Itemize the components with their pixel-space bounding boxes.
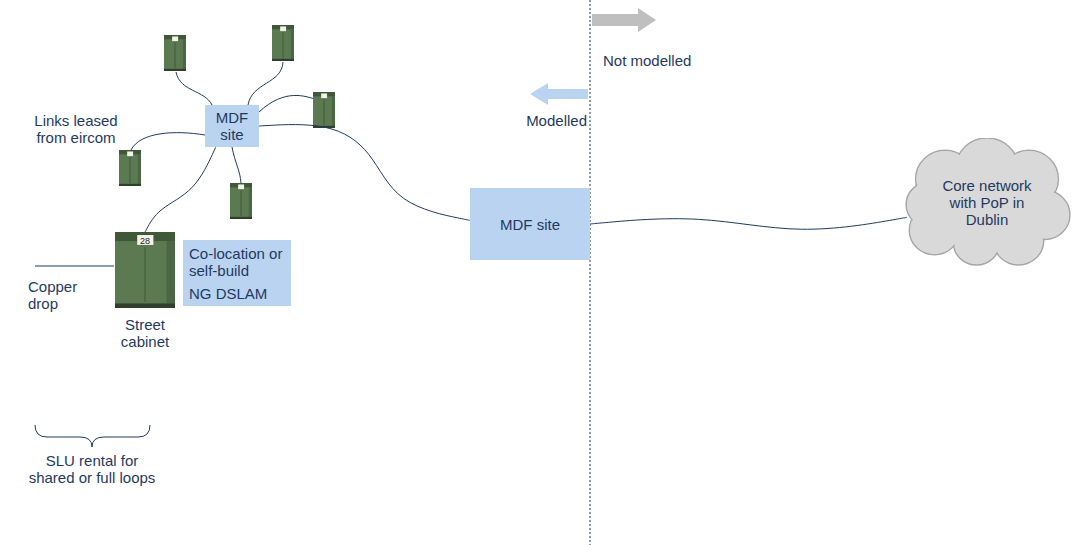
- modelled-arrow: [530, 83, 588, 105]
- street-cabinet: Street cabinet: [112, 232, 178, 350]
- copper-drop-line: [35, 266, 114, 267]
- cabinet-door-line: [324, 99, 325, 125]
- cabinet-base: [272, 59, 294, 61]
- small-cabinet: [313, 92, 335, 128]
- cabinet-number: 28: [137, 235, 153, 247]
- cabinet-side: [249, 187, 252, 217]
- small-cabinet: [164, 35, 186, 71]
- cabinet-door-line: [130, 157, 131, 183]
- bracket: [35, 425, 150, 447]
- connector: [590, 217, 907, 229]
- cabinet-plate: [127, 151, 133, 156]
- cabinet-body: [313, 92, 335, 128]
- boundary-line: [590, 0, 591, 545]
- cabinet-side: [332, 96, 335, 126]
- mdf-site-box: MDF site: [205, 105, 259, 147]
- cabinet-base: [164, 69, 186, 71]
- mdf-site-box: MDF site: [470, 188, 590, 260]
- slu-note: SLU rental for shared or full loops: [22, 452, 162, 486]
- not-modelled-arrow: [592, 8, 656, 32]
- cabinet-body: [164, 35, 186, 71]
- colocation-box: Co-location or self-build NG DSLAM: [183, 240, 291, 306]
- cabinet-door-line: [145, 247, 146, 302]
- cabinet-plate: [238, 184, 244, 189]
- small-cabinet: [272, 25, 294, 61]
- cabinet-body: [115, 232, 175, 308]
- node-text: MDF site: [208, 109, 256, 143]
- cabinet-door-line: [241, 190, 242, 216]
- cabinet-side: [138, 154, 141, 184]
- cabinet-base: [115, 303, 175, 308]
- core-network-cloud: Core network with PoP in Dublin: [903, 138, 1071, 266]
- small-cabinet: [230, 183, 252, 219]
- cabinet-base: [230, 217, 252, 219]
- cabinet-door-line: [175, 42, 176, 68]
- cabinet-body: [230, 183, 252, 219]
- link-note: Links leased from eircom: [34, 112, 118, 146]
- leased-link: [232, 147, 241, 183]
- cabinet-body: [272, 25, 294, 61]
- region-label: Modelled: [470, 112, 587, 129]
- leased-link: [248, 62, 283, 105]
- cabinet-plate: [172, 36, 178, 41]
- leased-link: [176, 72, 212, 105]
- cabinet-side: [167, 241, 175, 303]
- cabinet-body: [119, 150, 141, 186]
- leased-link: [131, 133, 205, 150]
- cabinet-side: [291, 29, 294, 59]
- cabinet-plate: [280, 26, 286, 31]
- connector: [259, 125, 470, 221]
- node-text: Core network with PoP in Dublin: [933, 177, 1041, 228]
- cabinet-side: [183, 39, 186, 69]
- cabinet-plate: [321, 93, 327, 98]
- node-text: NG DSLAM: [189, 285, 285, 302]
- cabinet-label: Street cabinet: [115, 316, 175, 350]
- leased-link: [259, 95, 318, 112]
- cabinet-base: [119, 184, 141, 186]
- connector: [145, 147, 216, 232]
- small-cabinet: [119, 150, 141, 186]
- node-text: Co-location or self-build: [189, 245, 285, 279]
- copper-drop-label: Copper drop: [28, 278, 90, 312]
- cabinet-door-line: [283, 32, 284, 58]
- node-text: MDF site: [476, 216, 584, 233]
- region-label: Not modelled: [603, 52, 713, 69]
